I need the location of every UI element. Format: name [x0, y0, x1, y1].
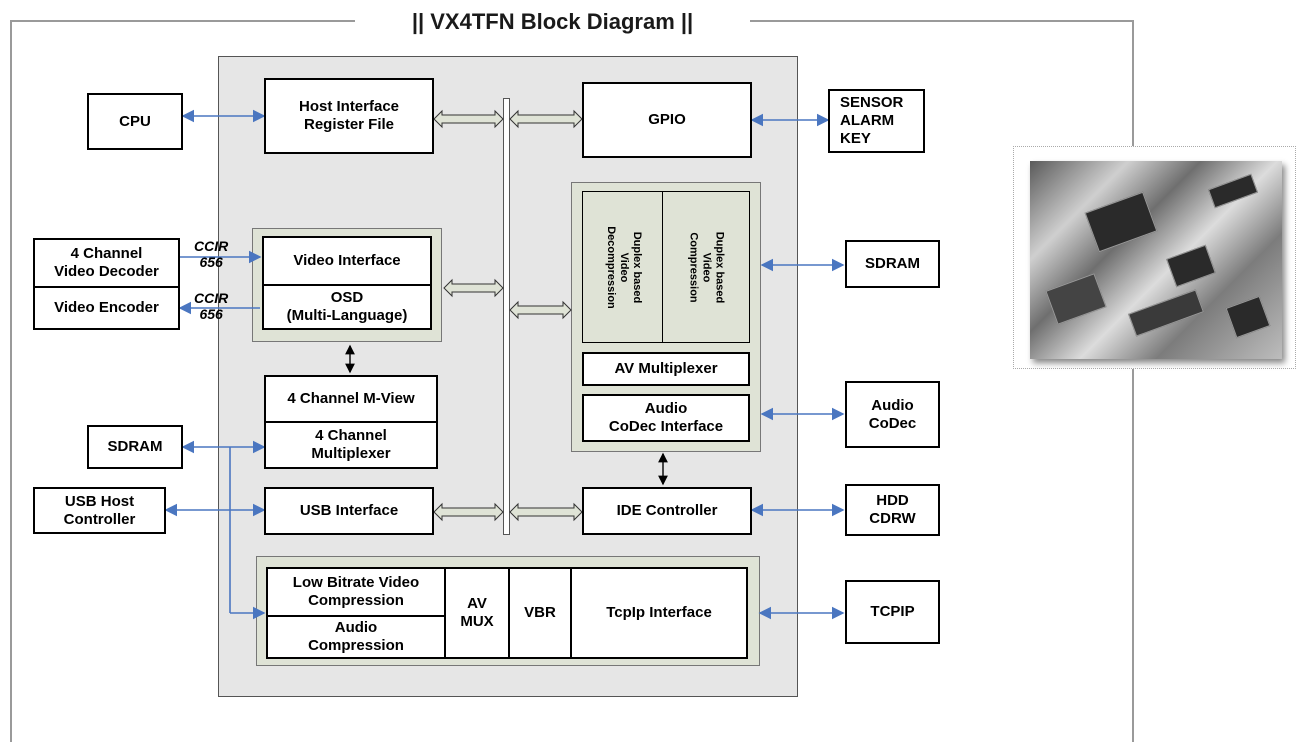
- audio-compression-label: Audio Compression: [308, 619, 404, 654]
- osd-label: OSD (Multi-Language): [286, 289, 408, 324]
- usb-host-label: USB Host Controller: [63, 492, 136, 528]
- hdd-box: HDD CDRW: [845, 484, 940, 536]
- usb-host-box: USB Host Controller: [33, 487, 166, 534]
- multiplexer-box: 4 Channel Multiplexer: [264, 421, 438, 469]
- ccir-out-label: CCIR 656: [194, 290, 229, 322]
- av-mux-label: AV MUX: [460, 595, 494, 630]
- video-encoder-box: Video Encoder: [33, 286, 180, 330]
- ccir-in-label: CCIR 656: [194, 238, 229, 270]
- sdram-right-label: SDRAM: [865, 255, 920, 272]
- sdram-right-box: SDRAM: [845, 240, 940, 288]
- vbr-label: VBR: [524, 604, 556, 621]
- gpio-label: GPIO: [648, 111, 686, 128]
- diagram-title: || VX4TFN Block Diagram ||: [355, 6, 750, 38]
- circuit-board-photo: [1013, 146, 1296, 369]
- ide-controller-label: IDE Controller: [616, 502, 718, 519]
- cpu-label: CPU: [119, 112, 151, 130]
- sdram-left-label: SDRAM: [107, 438, 163, 455]
- video-interface-label: Video Interface: [293, 252, 401, 269]
- video-decompression-block: Duplex based Video Decompression: [582, 191, 664, 343]
- internal-bus: [503, 98, 510, 535]
- circuit-board-image: [1030, 161, 1282, 359]
- mview-label: 4 Channel M-View: [287, 390, 415, 407]
- video-decoder-label: 4 Channel Video Decoder: [54, 245, 159, 280]
- audio-codec-interface-box: Audio CoDec Interface: [582, 394, 750, 442]
- sensor-label: SENSOR ALARM KEY: [840, 94, 904, 147]
- sdram-left-box: SDRAM: [87, 425, 183, 469]
- low-bitrate-box: Low Bitrate Video Compression: [266, 567, 446, 617]
- osd-box: OSD (Multi-Language): [262, 284, 432, 330]
- host-interface-box: Host Interface Register File: [264, 78, 434, 154]
- av-mux-box: AV MUX: [444, 567, 510, 659]
- low-bitrate-label: Low Bitrate Video Compression: [292, 574, 420, 609]
- video-decoder-box: 4 Channel Video Decoder: [33, 238, 180, 288]
- audio-codec-box: Audio CoDec: [845, 381, 940, 448]
- connection-lines: [164, 109, 845, 620]
- audio-compression-box: Audio Compression: [266, 615, 446, 659]
- video-encoder-label: Video Encoder: [54, 299, 159, 316]
- vbr-box: VBR: [508, 567, 572, 659]
- sensor-box: SENSOR ALARM KEY: [828, 89, 925, 153]
- multiplexer-label: 4 Channel Multiplexer: [311, 427, 391, 462]
- video-decompression-label: Duplex based Video Decompression: [604, 225, 643, 309]
- hdd-label: HDD CDRW: [869, 492, 916, 527]
- mview-box: 4 Channel M-View: [264, 375, 438, 423]
- video-interface-box: Video Interface: [262, 236, 432, 286]
- host-interface-label: Host Interface Register File: [298, 98, 400, 133]
- cpu-box: CPU: [87, 93, 183, 150]
- usb-interface-box: USB Interface: [264, 487, 434, 535]
- gpio-box: GPIO: [582, 82, 752, 158]
- ide-controller-box: IDE Controller: [582, 487, 752, 535]
- av-multiplexer-label: AV Multiplexer: [614, 360, 718, 377]
- audio-codec-label: Audio CoDec: [868, 396, 917, 432]
- av-multiplexer-box: AV Multiplexer: [582, 352, 750, 386]
- tcpip-interface-label: TcpIp Interface: [606, 604, 712, 621]
- tcpip-label: TCPIP: [870, 603, 915, 620]
- video-compression-label: Duplex based Video Compression: [687, 231, 726, 303]
- audio-codec-interface-label: Audio CoDec Interface: [608, 400, 724, 435]
- usb-interface-label: USB Interface: [299, 502, 399, 519]
- video-compression-block: Duplex based Video Compression: [662, 191, 750, 343]
- tcpip-box: TCPIP: [845, 580, 940, 644]
- tcpip-interface-box: TcpIp Interface: [570, 567, 748, 659]
